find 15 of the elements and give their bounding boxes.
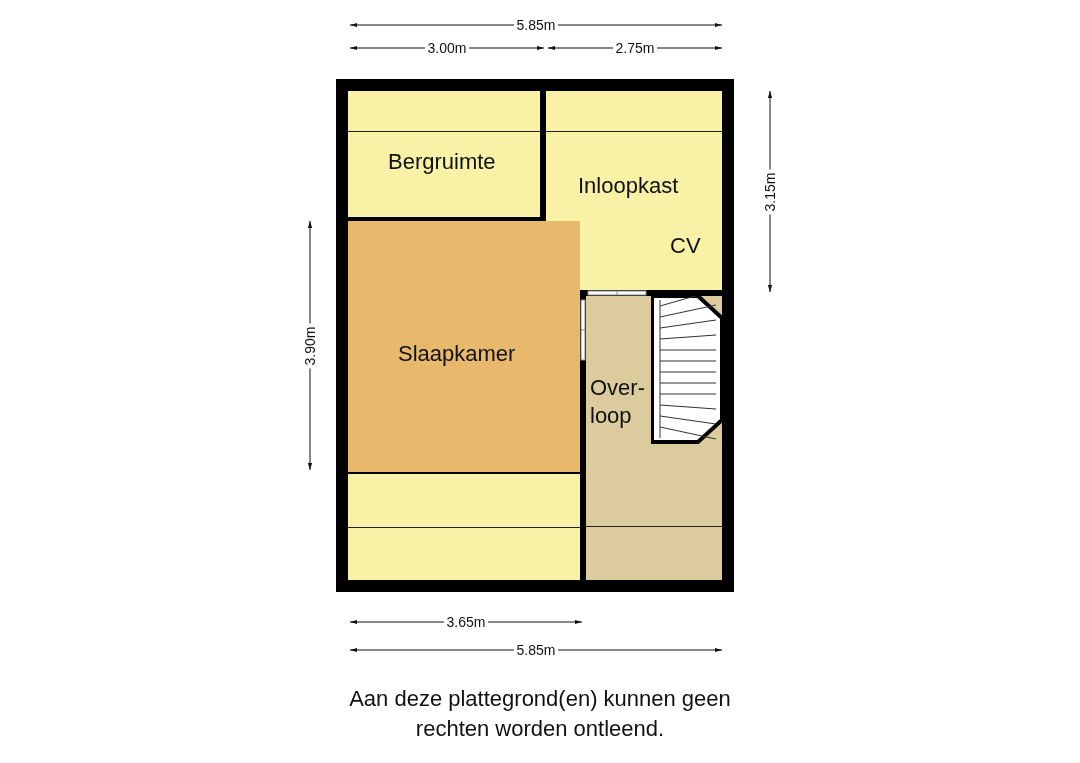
dimension-label: 5.85m (513, 17, 559, 33)
room-area (546, 91, 722, 290)
room-label: Slaapkamer (398, 341, 516, 367)
caption: Aan deze plattegrond(en) kunnen geen rechten worden ontleend. (348, 685, 732, 743)
dimension-label: 3.65m (443, 614, 489, 630)
room-area (586, 296, 722, 580)
room-area (348, 221, 580, 472)
room-label: Over-loop (590, 374, 646, 430)
dimension-label: 3.00m (424, 40, 470, 56)
room-label: Bergruimte (388, 149, 496, 175)
dimension-label: 2.75m (612, 40, 658, 56)
dimension-label: 5.85m (513, 642, 559, 658)
room-area (348, 91, 540, 217)
room-label: CV (670, 233, 701, 259)
room-label: Inloopkast (578, 173, 679, 199)
